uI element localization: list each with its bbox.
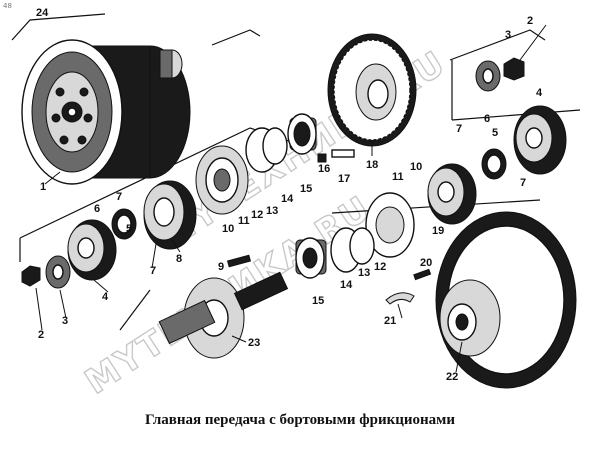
hub-part-4-left — [67, 219, 117, 281]
part-labels: 24 1 2 3 4 7 6 5 7 18 17 16 15 14 13 12 … — [36, 7, 543, 383]
label-10-upper: 10 — [222, 223, 234, 235]
small-parts-16-17 — [317, 149, 355, 163]
drum-housing-part-1 — [21, 39, 191, 185]
clutch-plates-parts-11-12 — [365, 192, 415, 258]
label-7-right-a: 7 — [456, 123, 462, 135]
label-6-left: 6 — [94, 203, 100, 215]
label-24: 24 — [36, 7, 49, 19]
roller-bearing-part-15-upper — [287, 113, 317, 155]
label-13-lower: 13 — [358, 267, 370, 279]
label-7-mid: 7 — [150, 265, 156, 277]
label-23: 23 — [248, 337, 260, 349]
final-drive-housing-part-22 — [435, 211, 577, 389]
label-15-lower: 15 — [312, 295, 324, 307]
label-14-lower: 14 — [340, 279, 353, 291]
label-5-right: 5 — [492, 127, 498, 139]
label-18: 18 — [366, 159, 378, 171]
label-15-upper: 15 — [300, 183, 312, 195]
seal-ring-part-5-left — [111, 208, 137, 240]
label-1: 1 — [40, 181, 46, 193]
label-2-left: 2 — [38, 329, 44, 341]
label-19: 19 — [432, 225, 444, 237]
shim-bolt-parts-20-21 — [385, 268, 432, 305]
label-14-upper: 14 — [281, 193, 294, 205]
bolt-part-9 — [226, 254, 252, 268]
label-12-upper: 12 — [251, 209, 263, 221]
nut-washer-parts-2-3-left — [21, 255, 71, 289]
label-4-right: 4 — [536, 87, 543, 99]
hub-flange-part-8 — [143, 180, 197, 250]
right-top-group — [475, 57, 567, 180]
label-3-right: 3 — [505, 29, 511, 41]
label-7-left: 7 — [116, 191, 122, 203]
label-17: 17 — [338, 173, 350, 185]
label-12-lower: 12 — [374, 261, 386, 273]
label-11-right: 11 — [392, 171, 404, 183]
figure-caption: Главная передача с бортовыми фрикционами — [144, 412, 456, 428]
label-6-right: 6 — [484, 113, 490, 125]
label-3-left: 3 — [62, 315, 68, 327]
label-10-right: 10 — [410, 161, 422, 173]
clutch-drum-part-10-upper — [195, 145, 249, 215]
label-13-upper: 13 — [266, 205, 278, 217]
label-2-right: 2 — [527, 15, 533, 27]
label-5-left: 5 — [126, 223, 132, 235]
label-4-left: 4 — [102, 291, 109, 303]
label-9: 9 — [218, 261, 224, 273]
label-8: 8 — [176, 253, 182, 265]
rings-parts-13-14-upper — [245, 127, 288, 173]
bearing-rings-lower — [295, 227, 375, 279]
splined-shaft-part-23 — [158, 271, 289, 359]
label-7-right-b: 7 — [520, 177, 526, 189]
label-11-upper: 11 — [238, 215, 250, 227]
label-20: 20 — [420, 257, 432, 269]
bevel-ring-gear-part-18 — [327, 33, 417, 147]
drum-part-19 — [427, 163, 477, 225]
label-16: 16 — [318, 163, 330, 175]
leader-lines — [35, 24, 547, 373]
label-22: 22 — [446, 371, 458, 383]
label-21: 21 — [384, 315, 396, 327]
corner-mark: 48 — [3, 2, 12, 10]
